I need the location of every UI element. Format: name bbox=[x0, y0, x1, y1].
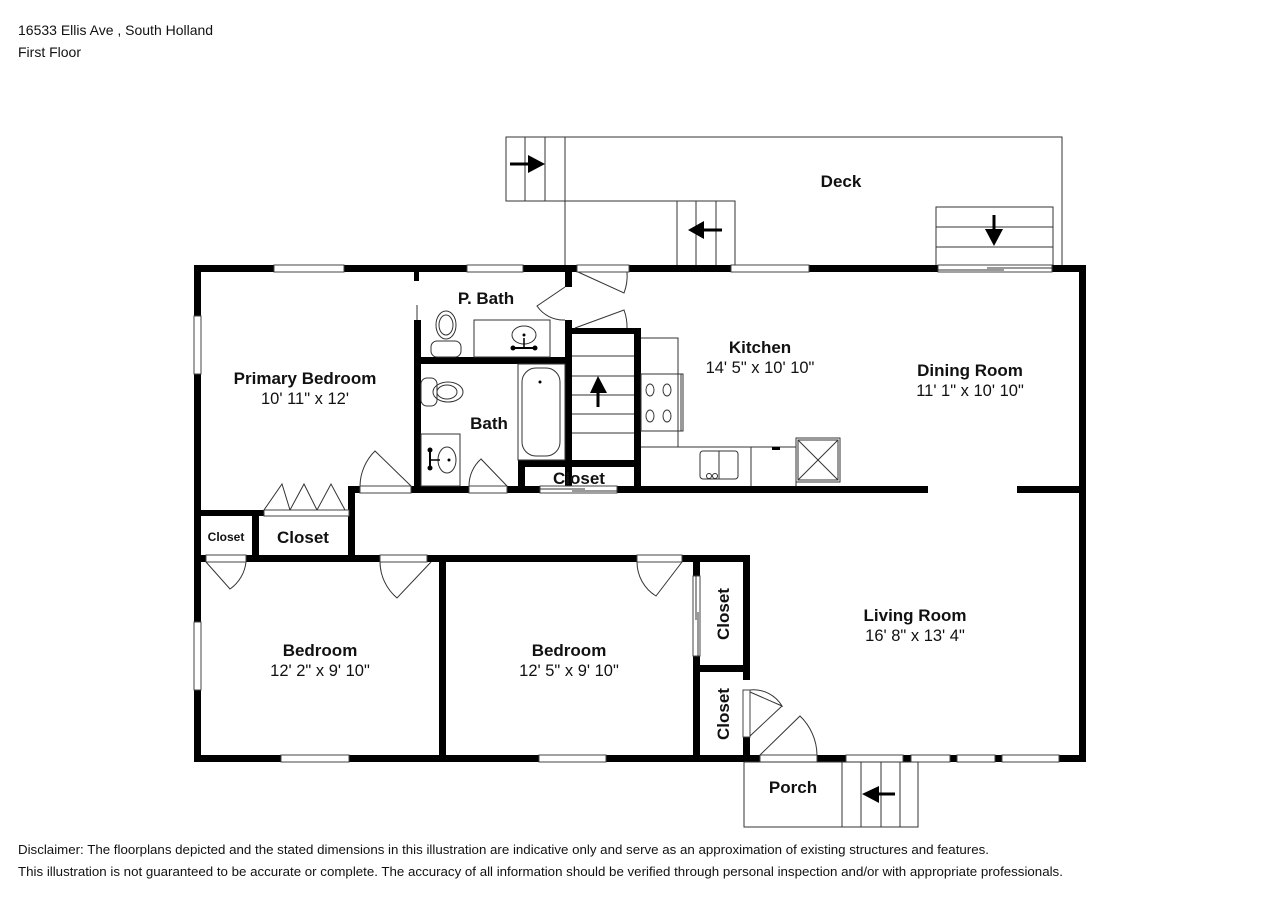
stair-arrow-left-icon bbox=[862, 786, 895, 803]
room-label-hall-closet: Closet bbox=[553, 469, 605, 488]
room-label-closet-vertical-1: Closet bbox=[714, 588, 733, 640]
room-label-bedroom-2: Bedroom bbox=[532, 641, 607, 660]
room-label-dining-room: Dining Room bbox=[917, 361, 1023, 380]
room-label-deck: Deck bbox=[821, 172, 862, 191]
room-dimensions-bedroom-2: 12' 5" x 9' 10" bbox=[519, 662, 619, 680]
stair-arrow-right-icon bbox=[510, 155, 545, 173]
sink-icon bbox=[473, 319, 551, 358]
room-label-bedroom-1: Bedroom bbox=[283, 641, 358, 660]
room-label-bath: Bath bbox=[470, 414, 508, 433]
room-label-primary-bedroom: Primary Bedroom bbox=[234, 369, 377, 388]
bathtub-icon bbox=[517, 363, 566, 461]
deck bbox=[505, 136, 1063, 268]
room-label-closet-vertical-2: Closet bbox=[714, 688, 733, 740]
disclaimer-line-1: Disclaimer: The floorplans depicted and … bbox=[18, 842, 989, 857]
staircase bbox=[572, 355, 634, 434]
room-label-closet-small: Closet bbox=[208, 530, 245, 544]
door-swings bbox=[205, 271, 818, 756]
kitchen-sink-icon bbox=[699, 450, 739, 480]
room-label-living-room: Living Room bbox=[864, 606, 967, 625]
stove-icon bbox=[640, 373, 684, 432]
room-label-closet-primary: Closet bbox=[277, 528, 329, 547]
toilet-icon bbox=[430, 310, 462, 358]
room-label-p-bath: P. Bath bbox=[458, 289, 514, 308]
refrigerator-icon bbox=[795, 437, 841, 483]
stair-arrow-up-icon bbox=[590, 376, 607, 407]
stair-arrow-left-icon bbox=[688, 221, 722, 239]
room-label-porch: Porch bbox=[769, 778, 817, 797]
property-address: 16533 Ellis Ave , South Holland bbox=[18, 22, 214, 38]
room-label-kitchen: Kitchen bbox=[729, 338, 791, 357]
stair-arrow-down-icon bbox=[985, 215, 1003, 246]
disclaimer-line-2: This illustration is not guaranteed to b… bbox=[18, 864, 1063, 879]
interior-walls bbox=[194, 265, 1086, 762]
room-dimensions-dining-room: 11' 1" x 10' 10" bbox=[916, 382, 1024, 400]
room-dimensions-primary-bedroom: 10' 11" x 12' bbox=[261, 390, 349, 408]
disclaimer: Disclaimer: The floorplans depicted and … bbox=[18, 839, 1063, 883]
toilet-icon bbox=[420, 377, 464, 407]
floorplan-header: 16533 Ellis Ave , South Holland First Fl… bbox=[18, 19, 213, 63]
room-dimensions-bedroom-1: 12' 2" x 9' 10" bbox=[270, 662, 370, 680]
sink-icon bbox=[420, 433, 461, 487]
room-dimensions-kitchen: 14' 5" x 10' 10" bbox=[706, 359, 815, 377]
floor-label: First Floor bbox=[18, 44, 81, 60]
room-dimensions-living-room: 16' 8" x 13' 4" bbox=[865, 627, 965, 645]
